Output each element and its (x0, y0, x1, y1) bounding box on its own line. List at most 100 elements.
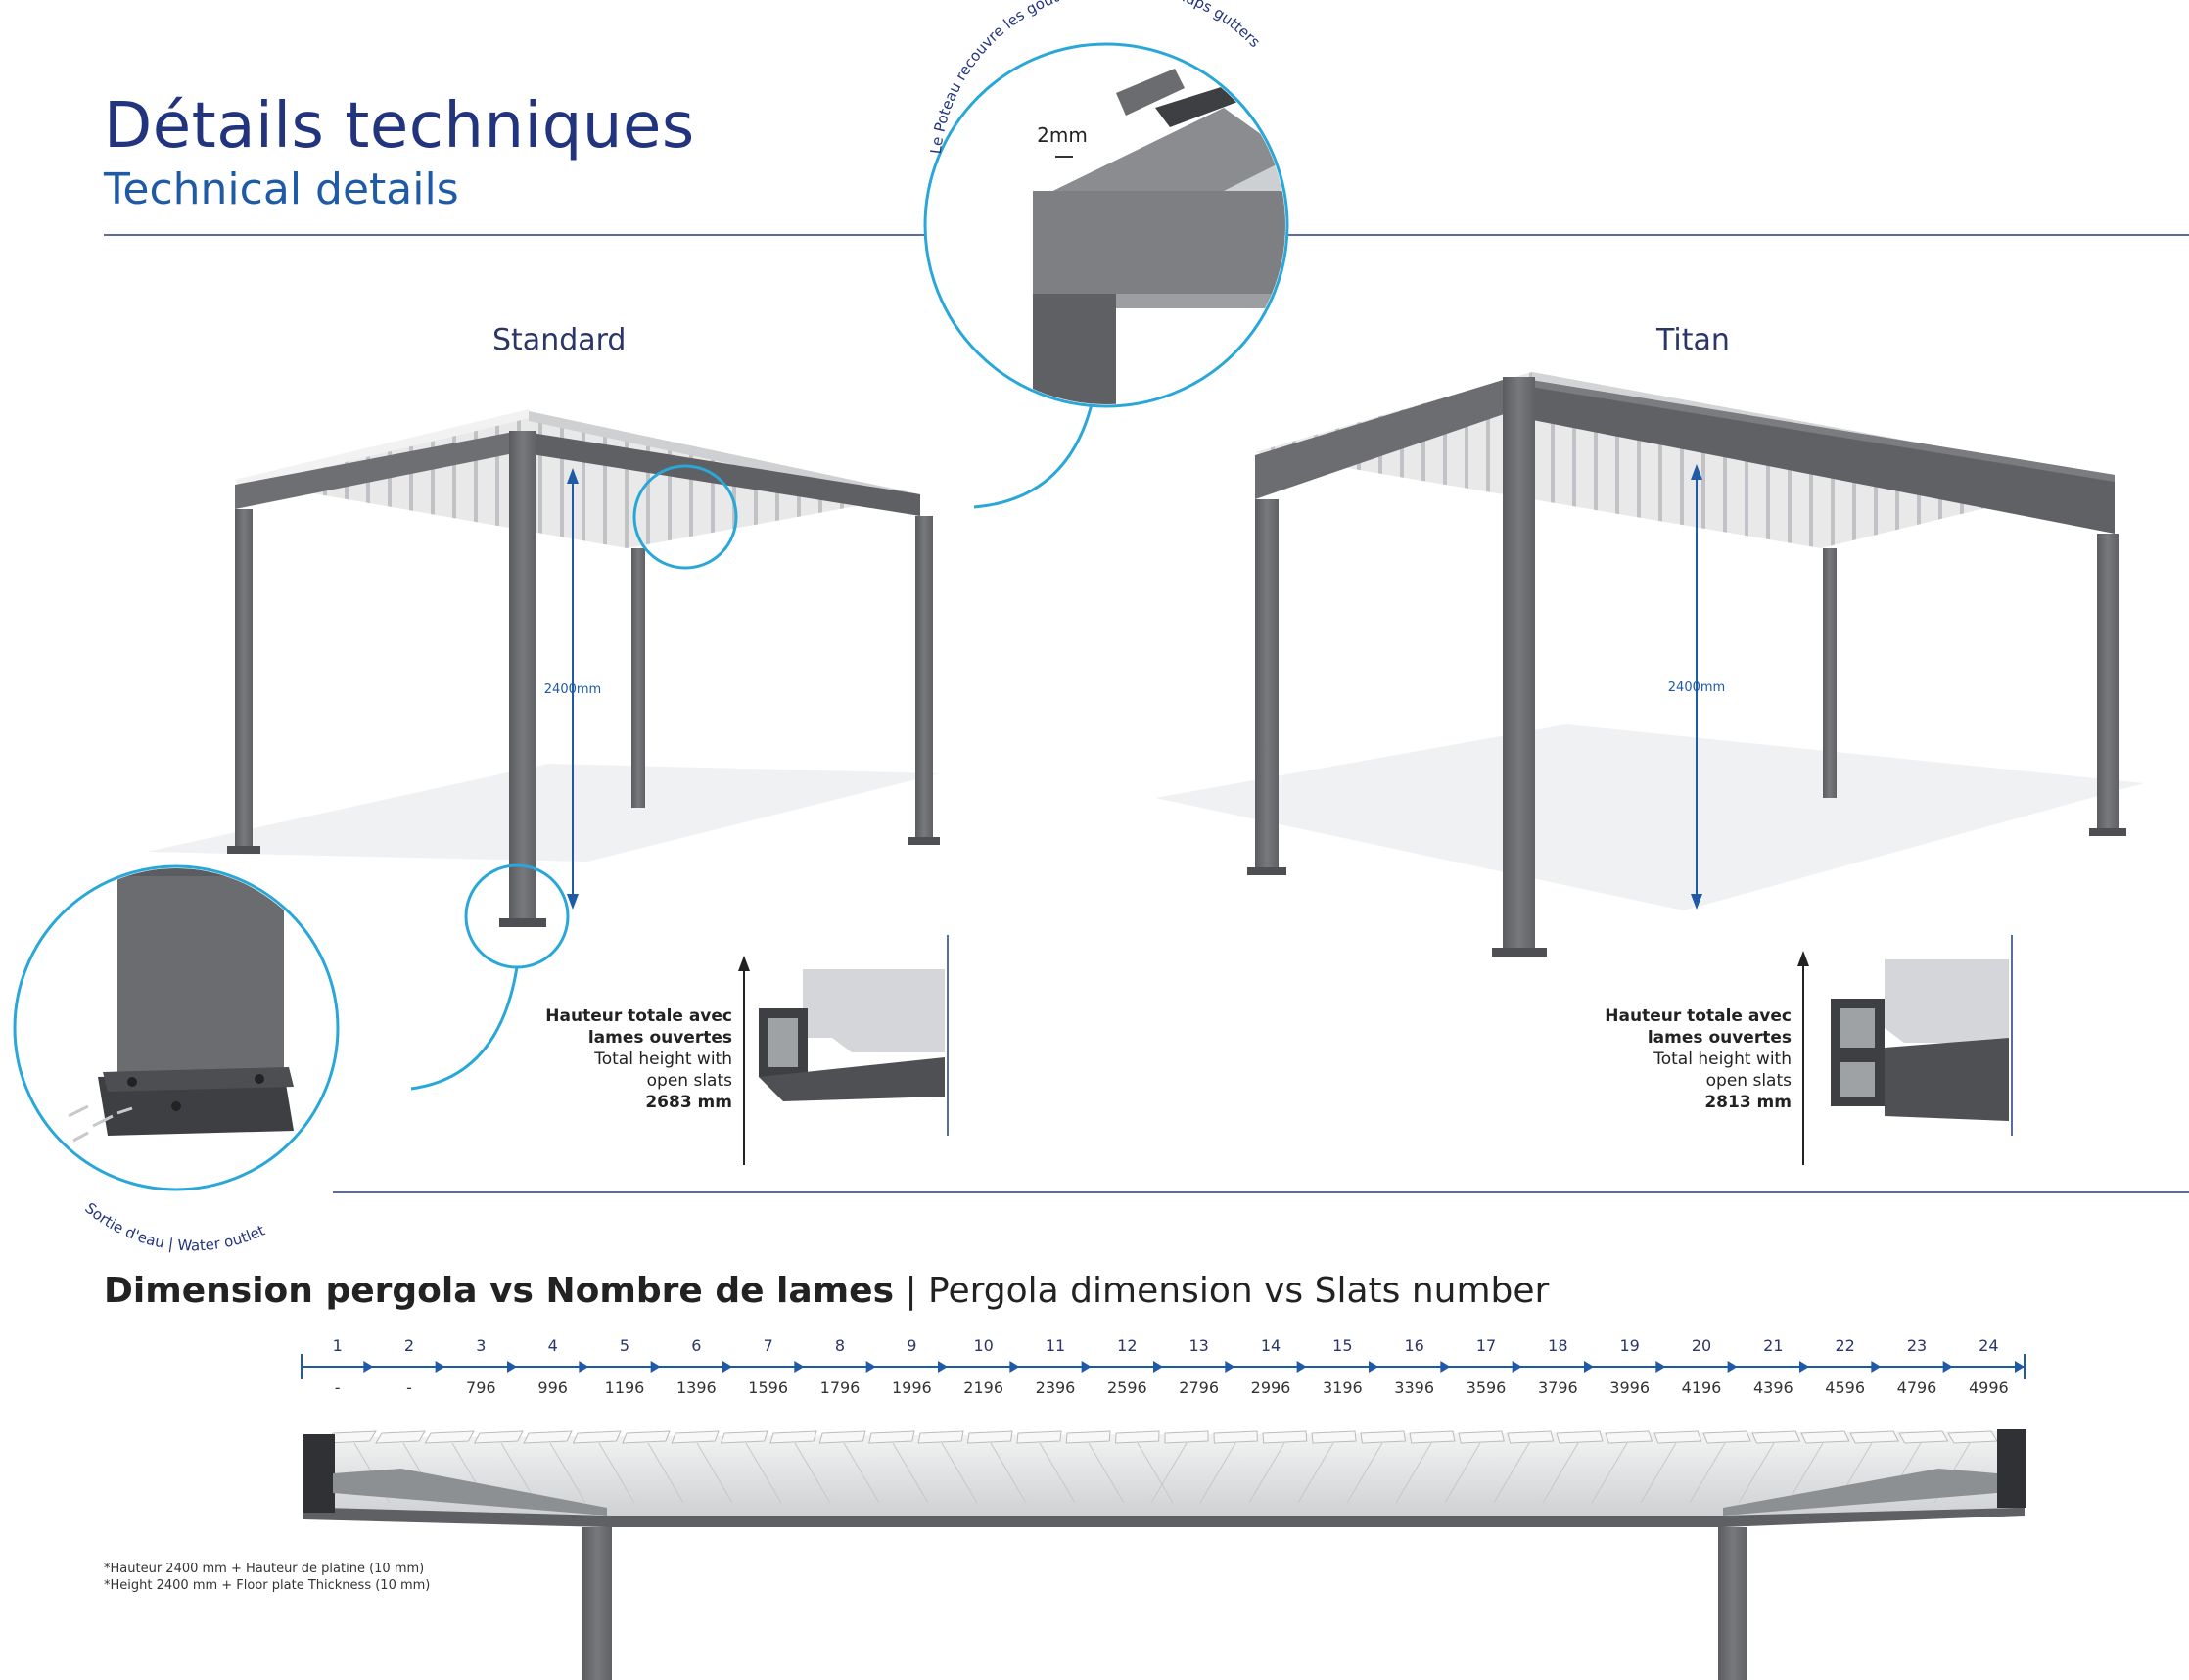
section-slat (1653, 1430, 1702, 1444)
post-overlaps-gutters-detail: Le Poteau recouvre les gouttières | Post… (632, 0, 1289, 570)
section-slat (572, 1430, 622, 1444)
section-slat-line (1297, 1442, 1334, 1504)
slat-dimension: 3996 (1609, 1378, 1651, 1397)
page-subtitle: Technical details (104, 164, 459, 214)
scale-arrowhead (1369, 1361, 1378, 1373)
section-slat-line (1395, 1442, 1432, 1504)
scale-arrowhead (938, 1361, 948, 1373)
section-slat (1115, 1430, 1160, 1444)
scale-arrowhead (1512, 1361, 1522, 1373)
scale-arrowhead (1009, 1361, 1020, 1373)
slat-number: 13 (1188, 1336, 1209, 1355)
dimension-scale (301, 1354, 2026, 1379)
slat-dimension: 1796 (819, 1378, 861, 1397)
section-slat (1164, 1430, 1209, 1444)
section-slat (1898, 1430, 1949, 1444)
slat-number: 17 (1475, 1336, 1497, 1355)
section-slat-line (1088, 1442, 1125, 1504)
section-slat (473, 1430, 524, 1444)
header-divider-right (1288, 234, 2189, 236)
section-slat-line (1199, 1442, 1236, 1504)
scale-arrowhead (1296, 1361, 1307, 1373)
titan-callout-fr1: Hauteur totale avec (1605, 1006, 1792, 1026)
section-divider (333, 1191, 2189, 1193)
water-outlet-detail: Sortie d'eau | Water outlet (13, 863, 570, 1255)
section-slat (818, 1430, 866, 1444)
standard-profile (738, 935, 949, 1165)
section-slat-line (745, 1442, 782, 1504)
slat-dimension: - (334, 1378, 341, 1397)
section-slat (769, 1430, 817, 1444)
section-slat-line (1150, 1442, 1188, 1504)
header-divider-left (104, 234, 926, 236)
section-slat (1262, 1430, 1308, 1444)
slat-number: 16 (1404, 1336, 1424, 1355)
slat-dimension: 3796 (1537, 1378, 1578, 1397)
page-title: Détails techniques (104, 90, 695, 163)
titan-height-label: 2400mm (1668, 680, 1725, 695)
slat-number: 21 (1763, 1336, 1784, 1355)
section-slat-line (1137, 1442, 1174, 1504)
slat-dimension: 4596 (1825, 1378, 1866, 1397)
section-slat-line (843, 1442, 880, 1504)
slat-number: 3 (476, 1336, 487, 1355)
slat-number: 5 (619, 1336, 630, 1355)
section-slat (1702, 1430, 1751, 1444)
section-slat-line (1542, 1442, 1579, 1504)
footnote-line2: *Height 2400 mm + Floor plate Thickness … (104, 1578, 431, 1593)
section-slat-line (1787, 1442, 1824, 1504)
scale-arrowhead (865, 1361, 876, 1373)
standard-callout-fr2: lames ouvertes (587, 1028, 732, 1048)
section-slat (1311, 1430, 1357, 1444)
dimension-title-sep: | (894, 1271, 929, 1311)
slat-dimension: 3196 (1322, 1378, 1363, 1397)
standard-callout-en2: open slats (646, 1071, 732, 1091)
titan-callout-value: 2813 mm (1704, 1093, 1792, 1112)
slat-number: 22 (1835, 1336, 1855, 1355)
scale-arrowhead (1727, 1361, 1738, 1373)
standard-label: Standard (492, 323, 627, 357)
section-slat (1016, 1430, 1062, 1444)
scale-arrowhead (1153, 1361, 1163, 1373)
section-slat (917, 1430, 964, 1444)
scale-arrowhead (1942, 1361, 1953, 1373)
section-slat (1360, 1430, 1407, 1444)
slat-dimension: 2396 (1035, 1378, 1076, 1397)
slat-number: 12 (1117, 1336, 1138, 1355)
section-slat (1605, 1430, 1653, 1444)
section-slat (1556, 1430, 1604, 1444)
section-slat (424, 1430, 475, 1444)
section-slat-line (598, 1442, 635, 1504)
slat-number: 4 (547, 1336, 558, 1355)
slat-dimension: - (406, 1378, 412, 1397)
scale-arrowhead (1799, 1361, 1809, 1373)
section-slat-line (1493, 1442, 1530, 1504)
section-slat-line (1689, 1442, 1726, 1504)
scale-arrowhead (1225, 1361, 1235, 1373)
scale-arrowhead (435, 1361, 445, 1373)
titan-callout-en2: open slats (1705, 1071, 1792, 1091)
footnote-line1: *Hauteur 2400 mm + Hauteur de platine (1… (104, 1562, 425, 1576)
scale-arrowhead (1584, 1361, 1594, 1373)
section-slat-line (1640, 1442, 1677, 1504)
section-slat (1507, 1430, 1555, 1444)
slat-dimension: 4396 (1752, 1378, 1793, 1397)
section-slat (1213, 1430, 1258, 1444)
standard-callout-fr1: Hauteur totale avec (545, 1006, 732, 1026)
scale-arrowhead (507, 1361, 517, 1373)
slat-dimension: 3396 (1394, 1378, 1435, 1397)
section-slat-line (1248, 1442, 1285, 1504)
section-slat-line (696, 1442, 733, 1504)
dimension-title-regular: Pergola dimension vs Slats number (928, 1271, 1550, 1311)
slat-dimension: 3596 (1466, 1378, 1507, 1397)
section-slat-line (1738, 1442, 1775, 1504)
titan-callout-en1: Total height with (1653, 1050, 1792, 1069)
section-slat-line (1039, 1442, 1076, 1504)
slat-number: 20 (1691, 1336, 1712, 1355)
section-slat (523, 1430, 573, 1444)
slat-number: 2 (403, 1336, 415, 1355)
section-slat (671, 1430, 720, 1444)
scale-arrowhead (650, 1361, 661, 1373)
slat-number: 15 (1332, 1336, 1353, 1355)
standard-callout-en1: Total height with (594, 1050, 732, 1069)
